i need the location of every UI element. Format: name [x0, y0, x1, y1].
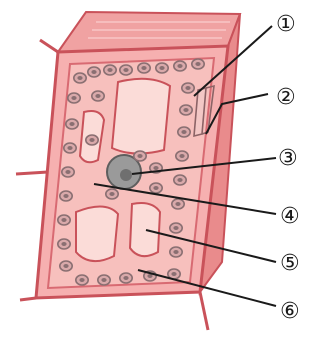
chloroplast-granum	[177, 178, 182, 182]
chloroplast-granum	[159, 66, 164, 70]
chloroplast-granum	[183, 108, 188, 112]
chloroplast-granum	[71, 96, 76, 100]
chloroplast-granum	[65, 170, 70, 174]
chloroplast-granum	[195, 62, 200, 66]
chloroplast-granum	[153, 166, 158, 170]
chloroplast-granum	[141, 66, 146, 70]
label-2: ②	[276, 85, 296, 110]
chloroplast-granum	[123, 276, 128, 280]
chloroplast-granum	[91, 70, 96, 74]
chloroplast-granum	[123, 68, 128, 72]
label-4: ④	[280, 204, 300, 229]
chloroplast-granum	[69, 122, 74, 126]
chloroplast-granum	[67, 146, 72, 150]
label-6: ⑥	[280, 299, 300, 324]
chloroplast-granum	[171, 272, 176, 276]
chloroplast-granum	[137, 154, 142, 158]
chloroplast-granum	[61, 218, 66, 222]
chloroplast-granum	[109, 192, 114, 196]
chloroplast-granum	[79, 278, 84, 282]
chloroplast-granum	[89, 138, 94, 142]
chloroplast-granum	[107, 68, 112, 72]
chloroplast-granum	[77, 76, 82, 80]
vacuole-upper	[112, 79, 170, 154]
chloroplast-granum	[101, 278, 106, 282]
label-5: ⑤	[280, 251, 300, 276]
label-3: ③	[278, 146, 298, 171]
chloroplast-granum	[63, 194, 68, 198]
vacuole-lower-right	[130, 203, 160, 256]
chloroplast-granum	[173, 226, 178, 230]
nucleolus	[120, 169, 132, 181]
adjacent-wall-bottom	[200, 292, 208, 330]
chloroplast-granum	[63, 264, 68, 268]
chloroplast-granum	[185, 86, 190, 90]
label-1: ①	[276, 12, 296, 37]
chloroplast-granum	[95, 94, 100, 98]
chloroplast-granum	[173, 250, 178, 254]
chloroplast-granum	[179, 154, 184, 158]
chloroplast-granum	[181, 130, 186, 134]
vacuole-lower-left	[76, 206, 118, 261]
chloroplast-granum	[61, 242, 66, 246]
chloroplast-granum	[177, 64, 182, 68]
chloroplast-granum	[175, 202, 180, 206]
chloroplast-granum	[153, 186, 158, 190]
